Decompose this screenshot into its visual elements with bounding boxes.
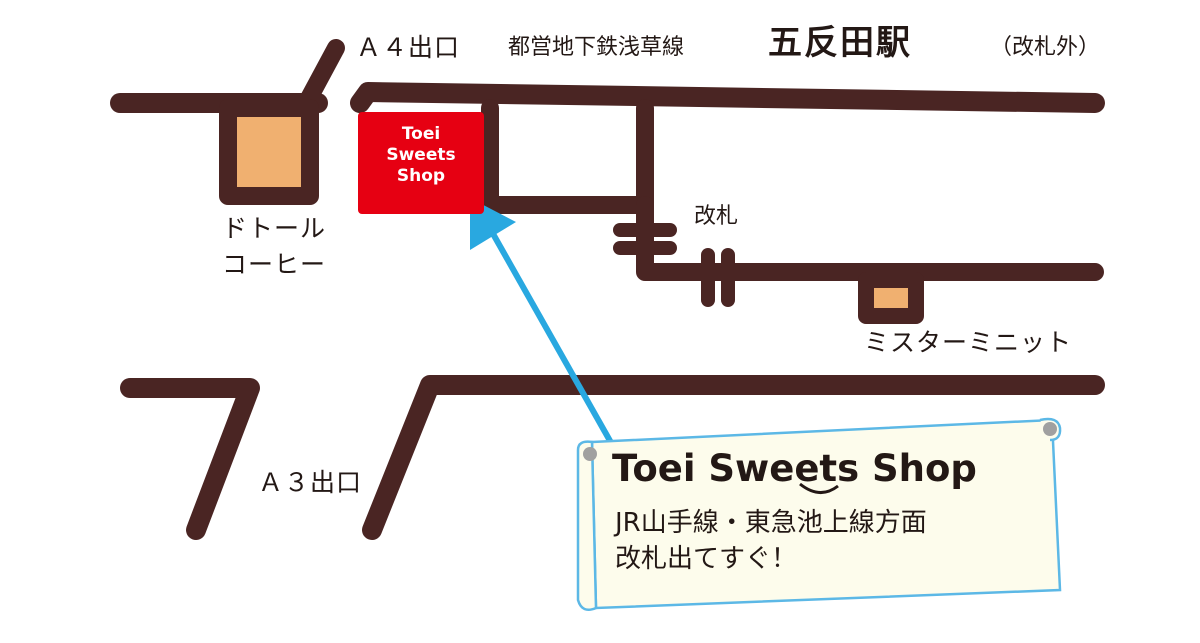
callout-line2: 改札出てすぐ！: [615, 544, 798, 574]
exit-a3-stair: [120, 378, 260, 540]
corridor-top-main: [350, 82, 1105, 113]
station-name: 五反田駅: [768, 23, 912, 63]
shop-logo: Toei Sweets Shop: [358, 112, 484, 214]
exit-a4-label: Ａ４出口: [356, 33, 461, 62]
gate-label: 改札: [694, 204, 739, 229]
callout-scroll: [576, 417, 1062, 611]
exit-a3-label: Ａ３出口: [258, 468, 363, 497]
shop-logo-line3: Shop: [396, 166, 446, 186]
gate-note: （改札外）: [990, 35, 1101, 60]
doutor-label-1: ドトール: [222, 214, 327, 243]
callout-line1: JR山手線・東急池上線方面: [615, 508, 927, 538]
shop-logo-line2: Sweets: [386, 145, 456, 165]
mister-minit-label: ミスターミニット: [864, 328, 1073, 357]
line-name: 都営地下鉄浅草線: [508, 35, 685, 60]
doutor-block: [219, 99, 319, 205]
mister-minit-block: [858, 272, 924, 324]
concourse-block: [481, 99, 654, 214]
corridor-lower: [362, 375, 1105, 540]
callout-title: Toei Sweets Shop: [612, 447, 977, 490]
shop-logo-line1: Toei: [401, 124, 441, 144]
arrow-shaft: [489, 230, 621, 457]
doutor-label-2: コーヒー: [222, 250, 327, 279]
